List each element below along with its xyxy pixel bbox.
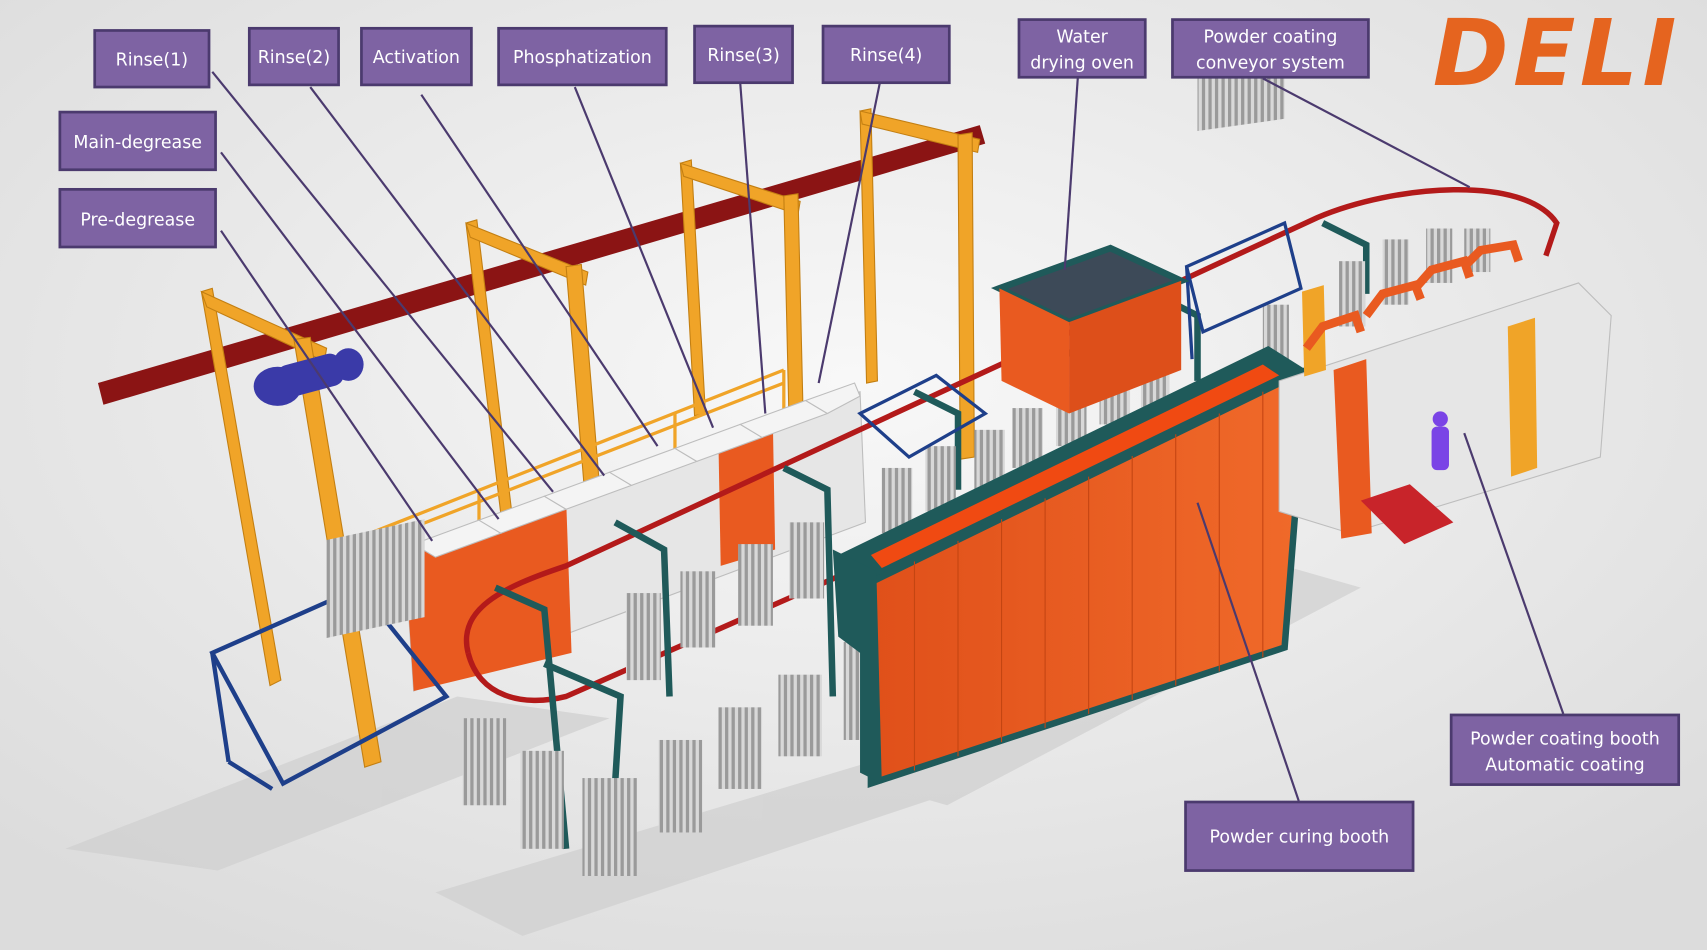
- label-rinse-1: Rinse(1): [93, 29, 211, 89]
- leader-activation: [420, 94, 659, 447]
- leader-main-degrease: [220, 151, 500, 520]
- label-powder-coating-booth: Powder coating booth Automatic coating: [1449, 713, 1681, 786]
- label-powder-curing-booth: Powder curing booth: [1184, 800, 1415, 872]
- label-water-drying-oven-line1: Water: [1056, 27, 1108, 47]
- unloading-station: [1184, 220, 1303, 360]
- label-main-degrease: Main-degrease: [58, 110, 217, 172]
- label-conveyor-system-line1: Powder coating: [1204, 27, 1338, 47]
- leader-rinse-2: [309, 86, 606, 477]
- loading-station: [209, 584, 450, 791]
- label-phosphatization: Phosphatization: [497, 26, 668, 87]
- label-conveyor-system: Powder coating conveyor system: [1171, 18, 1370, 79]
- label-phosphatization-text: Phosphatization: [513, 48, 652, 68]
- label-water-drying-oven: Water drying oven: [1017, 18, 1147, 79]
- label-activation-text: Activation: [373, 48, 460, 68]
- operator-figure: [1431, 411, 1449, 471]
- powder-coating-booth-body: [1278, 239, 1612, 545]
- leader-rinse-3: [739, 83, 767, 414]
- leader-conveyor-system: [1262, 77, 1471, 189]
- label-rinse-3: Rinse(3): [693, 24, 794, 85]
- water-drying-oven-body: [990, 244, 1190, 414]
- leader-phosphatization: [573, 86, 715, 429]
- leader-lines: [211, 71, 1565, 802]
- label-rinse-2: Rinse(2): [247, 26, 340, 87]
- label-powder-coating-booth-line2: Automatic coating: [1485, 755, 1644, 775]
- label-conveyor-system-line2: conveyor system: [1196, 54, 1345, 74]
- conveyor-track: [463, 187, 1560, 704]
- label-rinse-3-text: Rinse(3): [707, 46, 779, 66]
- label-activation: Activation: [360, 26, 473, 87]
- deli-logo: DELI: [1433, 0, 1681, 107]
- loaded-parts: [326, 519, 425, 638]
- label-main-degrease-text: Main-degrease: [73, 133, 202, 153]
- label-water-drying-oven-line2: drying oven: [1030, 54, 1134, 74]
- label-powder-coating-booth-line1: Powder coating booth: [1470, 729, 1660, 749]
- leader-rinse-1: [211, 71, 554, 493]
- label-powder-curing-booth-text: Powder curing booth: [1209, 827, 1389, 847]
- label-pre-degrease-text: Pre-degrease: [80, 210, 195, 230]
- label-rinse-4: Rinse(4): [821, 24, 951, 85]
- label-rinse-2-text: Rinse(2): [258, 48, 330, 68]
- label-rinse-1-text: Rinse(1): [116, 50, 188, 70]
- leader-water-drying-oven: [1063, 78, 1079, 270]
- pretreatment-tanks: [404, 382, 867, 692]
- leader-powder-curing-booth: [1196, 502, 1300, 802]
- powder-curing-booth-body: [832, 346, 1311, 789]
- hanging-parts: [462, 228, 1491, 877]
- label-rinse-4-text: Rinse(4): [850, 46, 922, 66]
- label-pre-degrease: Pre-degrease: [58, 187, 217, 249]
- leader-rinse-4: [817, 83, 881, 384]
- leader-powder-coating-booth: [1463, 432, 1565, 715]
- leader-pre-degrease: [220, 230, 434, 542]
